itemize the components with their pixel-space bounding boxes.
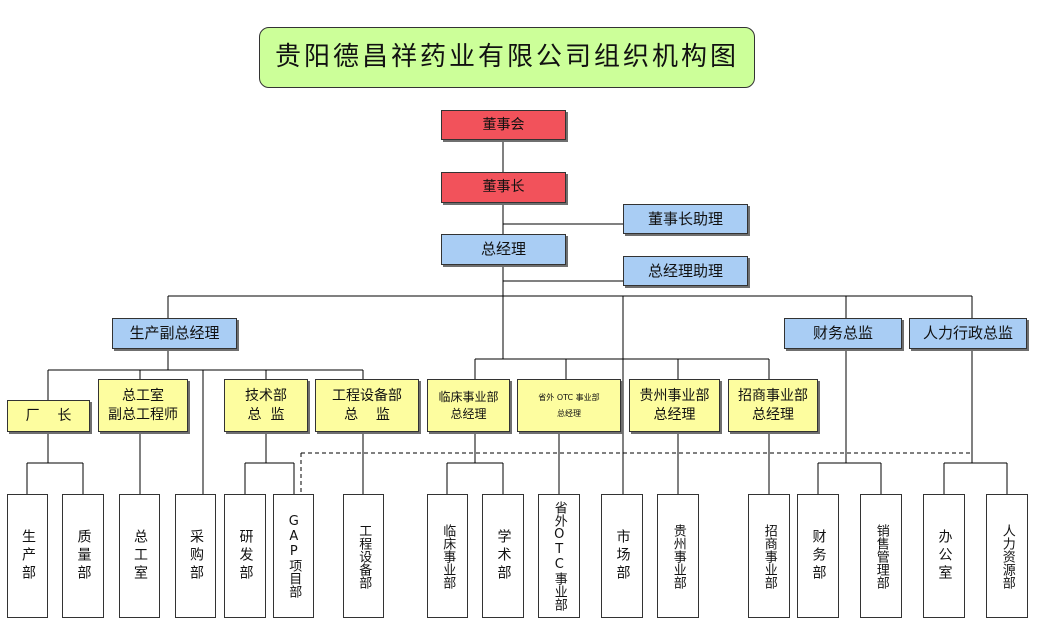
hr-admin-director-box: 人力行政总监 (909, 318, 1027, 349)
dept-gap: GAP项目部 (273, 494, 314, 618)
dept-purchasing: 采购部 (175, 494, 216, 618)
dept-market: 市场部 (601, 494, 643, 618)
chairman-box: 董事长 (441, 172, 566, 203)
dept-clinical: 临床事业部 (427, 494, 468, 618)
dept-academic: 学术部 (482, 494, 524, 618)
board-of-directors-box: 董事会 (441, 110, 566, 140)
gm-assistant-box: 总经理助理 (623, 256, 748, 286)
investment-gm-box: 招商事业部 总经理 (728, 379, 818, 432)
dept-quality: 质量部 (62, 494, 104, 618)
tech-director-box: 技术部 总 监 (224, 379, 308, 432)
dept-finance: 财务部 (797, 494, 839, 618)
dept-otc: 省外OTC事业部 (538, 494, 580, 618)
dept-office: 办公室 (923, 494, 965, 618)
dept-investment: 招商事业部 (748, 494, 790, 618)
dept-production: 生产部 (7, 494, 48, 618)
otc-gm-box: 省外 OTC 事业部 总经理 (517, 379, 621, 432)
guizhou-gm-box: 贵州事业部 总经理 (629, 379, 720, 432)
clinical-gm-box: 临床事业部 总经理 (427, 379, 510, 432)
engineering-director-box: 工程设备部 总 监 (315, 379, 419, 432)
dept-rd: 研发部 (224, 494, 266, 618)
finance-director-box: 财务总监 (784, 318, 902, 349)
chart-title: 贵阳德昌祥药业有限公司组织机构图 (259, 27, 755, 88)
general-manager-box: 总经理 (441, 234, 566, 265)
dept-engineering: 工程设备部 (343, 494, 384, 618)
factory-director-box: 厂 长 (7, 400, 90, 432)
chief-engineer-box: 总工室 副总工程师 (98, 379, 188, 432)
dept-guizhou: 贵州事业部 (657, 494, 699, 618)
production-vp-box: 生产副总经理 (112, 318, 237, 349)
dept-sales-management: 销售管理部 (860, 494, 902, 618)
dept-chief-office: 总工室 (119, 494, 160, 618)
chairman-assistant-box: 董事长助理 (623, 204, 748, 234)
dept-hr: 人力资源部 (986, 494, 1028, 618)
